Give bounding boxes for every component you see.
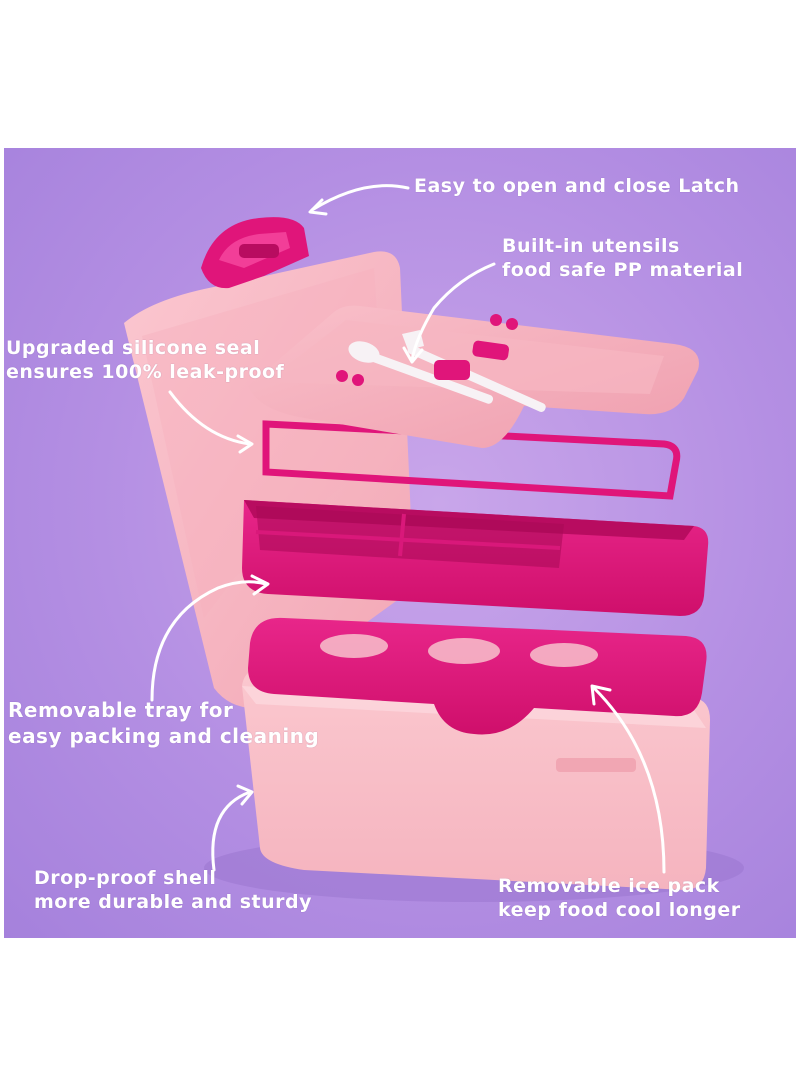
shell-callout-line-1: Drop-proof shell [34,867,217,889]
tray-callout-line-2: easy packing and cleaning [8,724,320,748]
shell-callout: Drop-proof shell more durable and sturdy [34,866,312,914]
ice-pack-callout-line-2: keep food cool longer [498,899,741,921]
latch [201,217,309,289]
ice-pack-arrow [590,684,666,874]
seal-callout: Upgraded silicone seal ensures 100% leak… [6,336,284,384]
ice-pack-callout-line-1: Removable ice pack [498,875,720,897]
ice-pack [248,617,707,735]
seal-arrow [168,390,254,454]
product-photo-panel: Easy to open and close Latch Built-in ut… [4,148,796,938]
utensils-callout: Built-in utensils food safe PP material [502,234,743,282]
seal-callout-line-1: Upgraded silicone seal [6,337,261,359]
inner-lid [248,305,699,448]
tray-callout-line-1: Removable tray for [8,698,234,722]
latch-callout: Easy to open and close Latch [414,174,740,198]
utensils-callout-line-2: food safe PP material [502,259,744,281]
utensils-callout-line-1: Built-in utensils [502,235,680,257]
shell-callout-line-2: more durable and sturdy [34,891,312,913]
ice-pack-callout: Removable ice pack keep food cool longer [498,874,741,922]
latch-callout-line-1: Easy to open and close Latch [414,175,740,197]
seal-callout-line-2: ensures 100% leak-proof [6,361,285,383]
tray-arrow [150,574,270,702]
shell-arrow [211,784,254,872]
utensils-arrow [402,262,496,364]
tray-callout: Removable tray for easy packing and clea… [8,697,319,749]
silicone-seal [262,420,681,500]
lunch-box-illustration [124,184,744,902]
removable-tray [242,500,709,616]
latch-arrow [308,184,410,216]
